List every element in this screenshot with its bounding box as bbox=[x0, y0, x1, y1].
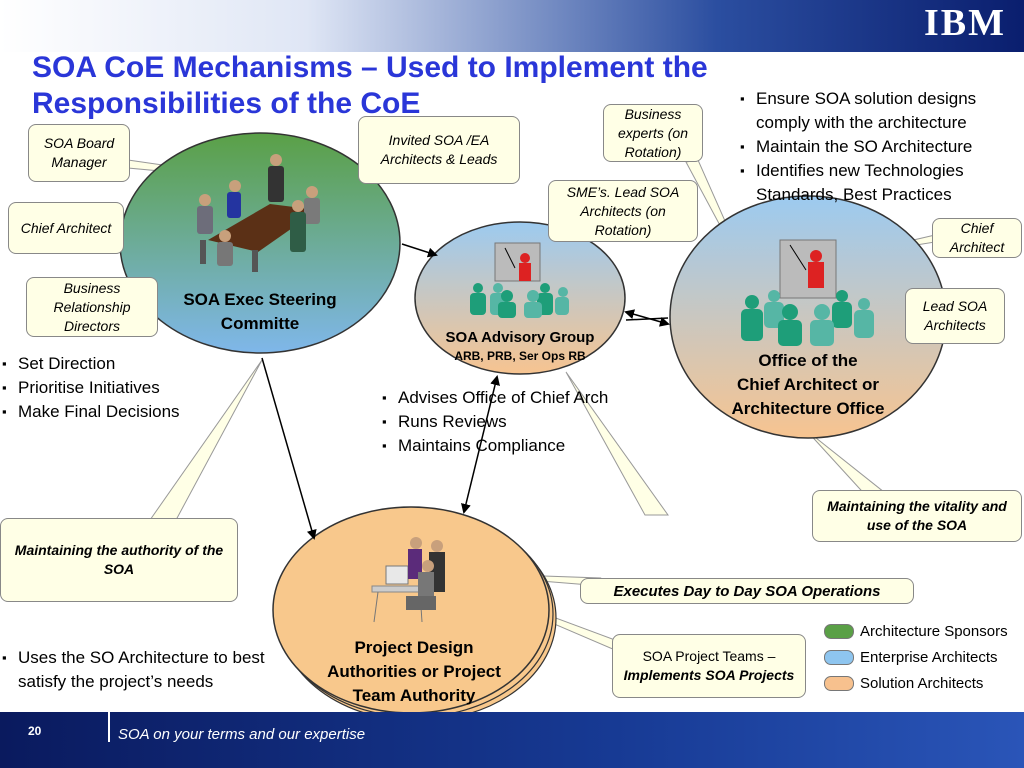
header-bar bbox=[0, 0, 1024, 52]
slide-title: SOA CoE Mechanisms – Used to Implement t… bbox=[32, 50, 892, 122]
bullet-item: Maintains Compliance bbox=[380, 434, 670, 458]
title-line-1: SOA CoE Mechanisms – Used to Implement t… bbox=[32, 51, 708, 84]
legend: Architecture Sponsors Enterprise Archite… bbox=[824, 618, 1024, 696]
callout-invited-architects: Invited SOA /EA Architects & Leads bbox=[358, 116, 520, 184]
callout-lead-soa-architects: Lead SOA Architects bbox=[905, 288, 1005, 344]
title-line-2: Responsibilities of the CoE bbox=[32, 87, 421, 120]
bullet-item: Identifies new Technologies Standards, B… bbox=[738, 159, 1024, 207]
boardroom-illustration bbox=[197, 154, 320, 272]
office-presentation-illustration bbox=[741, 239, 874, 346]
footer-tagline: SOA on your terms and our expertise bbox=[118, 726, 366, 743]
project-teams-implements: Implements SOA Projects bbox=[623, 667, 795, 683]
project-team-illustration bbox=[371, 537, 445, 623]
project-label: Project Design Authorities or Project Te… bbox=[306, 636, 522, 708]
legend-label: Enterprise Architects bbox=[860, 648, 998, 666]
callout-chief-architect-right: Chief Architect bbox=[932, 218, 1022, 258]
exec-label: SOA Exec Steering Committe bbox=[160, 288, 360, 336]
callout-maintaining-authority: Maintaining the authority of the SOA bbox=[0, 518, 238, 602]
advisory-circle bbox=[414, 221, 626, 375]
legend-item-sponsors: Architecture Sponsors bbox=[824, 618, 1024, 644]
callout-soa-board-manager: SOA Board Manager bbox=[28, 124, 130, 182]
office-label-line-1: Office of the bbox=[758, 351, 858, 370]
exec-bullets: Set Direction Prioritise Initiatives Mak… bbox=[0, 352, 230, 424]
bullet-item: Ensure SOA solution designs comply with … bbox=[738, 87, 1024, 135]
callout-sme-lead-architects: SME’s. Lead SOA Architects (on Rotation) bbox=[548, 180, 698, 242]
project-label-line-3: Team Authority bbox=[352, 686, 476, 705]
office-label-line-3: Architecture Office bbox=[731, 399, 885, 418]
bullet-item: Advises Office of Chief Arch bbox=[380, 386, 670, 410]
advisory-label: SOA Advisory Group ARB, PRB, Ser Ops RB bbox=[420, 328, 620, 364]
bullet-item: Runs Reviews bbox=[380, 410, 670, 434]
office-bullets: Ensure SOA solution designs comply with … bbox=[738, 87, 1024, 207]
project-bullets: Uses the SO Architecture to best satisfy… bbox=[0, 646, 300, 694]
bullet-item: Make Final Decisions bbox=[0, 400, 230, 424]
exec-label-line-2: Committe bbox=[220, 314, 300, 333]
callout-executes-operations: Executes Day to Day SOA Operations bbox=[580, 578, 914, 604]
legend-swatch bbox=[824, 675, 854, 691]
legend-swatch bbox=[824, 649, 854, 665]
office-label: Office of the Chief Architect or Archite… bbox=[700, 349, 916, 421]
project-label-line-2: Authorities or Project bbox=[327, 662, 501, 681]
legend-swatch bbox=[824, 623, 854, 639]
office-label-line-2: Chief Architect or bbox=[736, 375, 879, 394]
callout-chief-architect-left: Chief Architect bbox=[8, 202, 124, 254]
callout-project-teams: SOA Project Teams – Implements SOA Proje… bbox=[612, 634, 806, 698]
footer-divider bbox=[108, 712, 110, 742]
exec-label-line-1: SOA Exec Steering bbox=[183, 290, 337, 309]
bullet-item: Uses the SO Architecture to best satisfy… bbox=[0, 646, 300, 694]
footer-bar bbox=[0, 712, 1024, 768]
legend-label: Architecture Sponsors bbox=[860, 622, 1008, 640]
project-label-line-1: Project Design bbox=[354, 638, 474, 657]
advisory-bullets: Advises Office of Chief Arch Runs Review… bbox=[380, 386, 670, 458]
legend-item-enterprise: Enterprise Architects bbox=[824, 644, 1024, 670]
bullet-item: Maintain the SO Architecture bbox=[738, 135, 1024, 159]
project-teams-label: SOA Project Teams – bbox=[642, 648, 776, 664]
advisory-label-line-1: SOA Advisory Group bbox=[445, 329, 595, 346]
callout-maintaining-vitality: Maintaining the vitality and use of the … bbox=[812, 490, 1022, 542]
bullet-item: Prioritise Initiatives bbox=[0, 376, 230, 400]
bullet-item: Set Direction bbox=[0, 352, 230, 376]
advisory-label-line-2: ARB, PRB, Ser Ops RB bbox=[454, 349, 586, 363]
callout-business-experts: Business experts (on Rotation) bbox=[603, 104, 703, 162]
legend-label: Solution Architects bbox=[860, 674, 984, 692]
advisory-presentation-illustration bbox=[470, 242, 569, 318]
ibm-logo: IBM bbox=[924, 4, 1010, 42]
legend-item-solution: Solution Architects bbox=[824, 670, 1024, 696]
callout-business-relationship-directors: Business Relationship Directors bbox=[26, 277, 158, 337]
page-number: 20 bbox=[28, 724, 42, 738]
